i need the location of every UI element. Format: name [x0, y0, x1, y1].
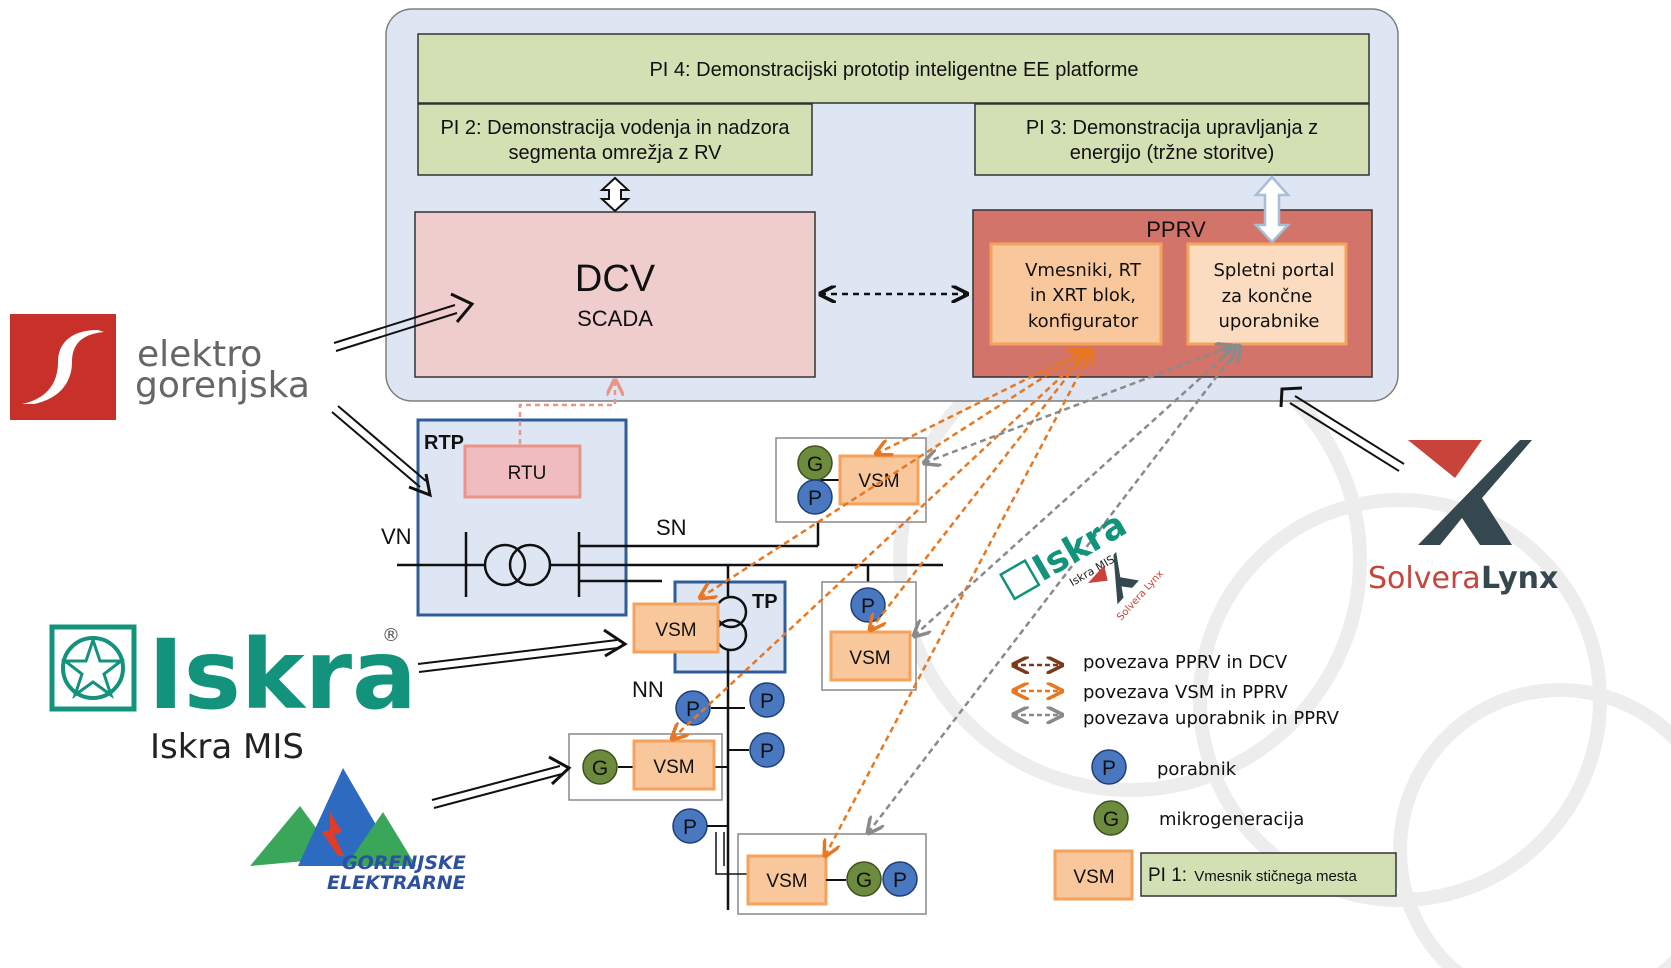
legend-pi1-text: Vmesnik stičnega mesta [1194, 868, 1357, 885]
g-top-label: G [807, 453, 823, 476]
iskra-mis-text: Iskra MIS [150, 727, 304, 767]
ge-logo-line2: ELEKTRARNE [327, 872, 466, 894]
g-left-label: G [592, 757, 608, 780]
vn-label: VN [381, 524, 412, 549]
transformer-coil-left [483, 543, 527, 587]
legend-vsm-label: VSM [1073, 867, 1114, 888]
gorenjske-elektrarne-logo: GORENJSKE ELEKTRARNE [250, 768, 466, 894]
elektro-logo-line1: elektro [137, 334, 262, 375]
legend-microgen-icon [1093, 800, 1129, 836]
pprv-portal-line3: uporabnike [1219, 311, 1320, 332]
pi2-box [417, 103, 813, 176]
pprv-portal-line1: Spletni portal [1213, 260, 1334, 281]
p-nn3-label: P [760, 740, 774, 763]
nn-label: NN [632, 677, 664, 702]
legend-microgen-icon-label: G [1103, 808, 1119, 831]
legend-vsm-box [1053, 849, 1134, 901]
partner-arrows [331, 292, 1405, 809]
user-link-bottom [868, 346, 1240, 833]
iskra-logo-mark [49, 624, 137, 712]
rtu-box [463, 444, 582, 499]
legend-consumer-icon-label: P [1102, 757, 1116, 780]
legend-vsm-link-label: povezava VSM in PPRV [1083, 682, 1288, 703]
pi2-dcv-double-arrow [599, 176, 631, 213]
g-left-circle [582, 749, 618, 785]
p-nn1-label: P [686, 698, 700, 721]
lynx-text: Lynx [1481, 561, 1558, 596]
ge-logo-line1: GORENJSKE [342, 852, 466, 874]
vsm-top-label: VSM [858, 471, 899, 492]
legend-pi1-label: PI 1: Vmesnik stičnega mesta [1148, 865, 1357, 886]
p-right-label: P [861, 595, 875, 618]
iskra-registered-mark: ® [382, 625, 400, 646]
pprv-interfaces-line3: konfigurator [1028, 311, 1139, 332]
legend-user-link-label: povezava uporabnik in PPRV [1083, 708, 1340, 729]
legend-consumer-icon [1091, 749, 1127, 785]
tp-label: TP [752, 591, 778, 613]
pi3-portal-double-arrow [1253, 175, 1291, 244]
elektro-logo-line2: gorenjska [135, 365, 310, 406]
legend-pi1-box [1140, 852, 1397, 897]
dcv-subtitle: SCADA [577, 306, 653, 331]
dcv-title: DCV [575, 258, 656, 300]
pi4-box [417, 33, 1370, 104]
sn-label: SN [656, 515, 687, 540]
legend: povezava PPRV in DCV povezava VSM in PPR… [1013, 652, 1397, 901]
vsm-left-box [632, 739, 716, 791]
vsm-right-label: VSM [849, 648, 890, 669]
vsm-bottom-label: VSM [766, 871, 807, 892]
pi3-label-line2: energijo (tržne storitve) [1070, 142, 1275, 164]
p-nn4-label: P [683, 816, 697, 839]
legend-consumer-label: porabnik [1157, 759, 1237, 780]
group-bottom-feed [715, 832, 748, 875]
solvera-text: Solvera [1368, 561, 1481, 596]
iskra-logo-text: Iskra [148, 619, 417, 731]
legend-pi1-prefix: PI 1: [1148, 865, 1187, 886]
g-bottom-label: G [856, 869, 872, 892]
p-top-label: P [808, 487, 822, 510]
pprv-interfaces-box [989, 242, 1163, 346]
iskra-logo: Iskra ® Iskra MIS [49, 619, 417, 767]
p-bottom-label: P [893, 869, 907, 892]
legend-dcv-link-label: povezava PPRV in DCV [1083, 652, 1288, 673]
pprv-title: PPRV [1146, 217, 1206, 242]
legend-microgen-label: mikrogeneracija [1159, 809, 1304, 830]
g-bottom-circle [846, 861, 882, 897]
vsm-left-label: VSM [653, 757, 694, 778]
vsm-bottom-box [746, 854, 828, 906]
pprv-portal-box [1186, 242, 1348, 346]
pi4-label: PI 4: Demonstracijski prototip inteligen… [649, 59, 1138, 81]
vsm-tp-label: VSM [655, 620, 696, 641]
pprv-portal-line2: za končne [1222, 286, 1313, 307]
p-nn2-label: P [760, 690, 774, 713]
rtu-label: RTU [508, 463, 547, 484]
pprv-interfaces-line2: in XRT blok, [1030, 285, 1136, 306]
solvera-lynx-logo: Solvera Lynx [1368, 440, 1558, 596]
pi2-label-line1: PI 2: Demonstracija vodenja in nadzora [440, 117, 790, 139]
pi3-box [974, 103, 1370, 176]
pprv-interfaces-line1: Vmesniki, RT [1025, 260, 1142, 281]
p-bottom-circle [882, 861, 918, 897]
rtu-dcv-dashed-link [518, 380, 615, 444]
elektro-gorenjska-logo: elektro gorenjska [10, 314, 310, 420]
user-pprv-links [868, 346, 1240, 833]
rtp-label: RTP [424, 432, 464, 454]
pi2-label-line2: segmenta omrežja z RV [508, 142, 722, 164]
pi3-label-line1: PI 3: Demonstracija upravljanja z [1026, 117, 1318, 139]
